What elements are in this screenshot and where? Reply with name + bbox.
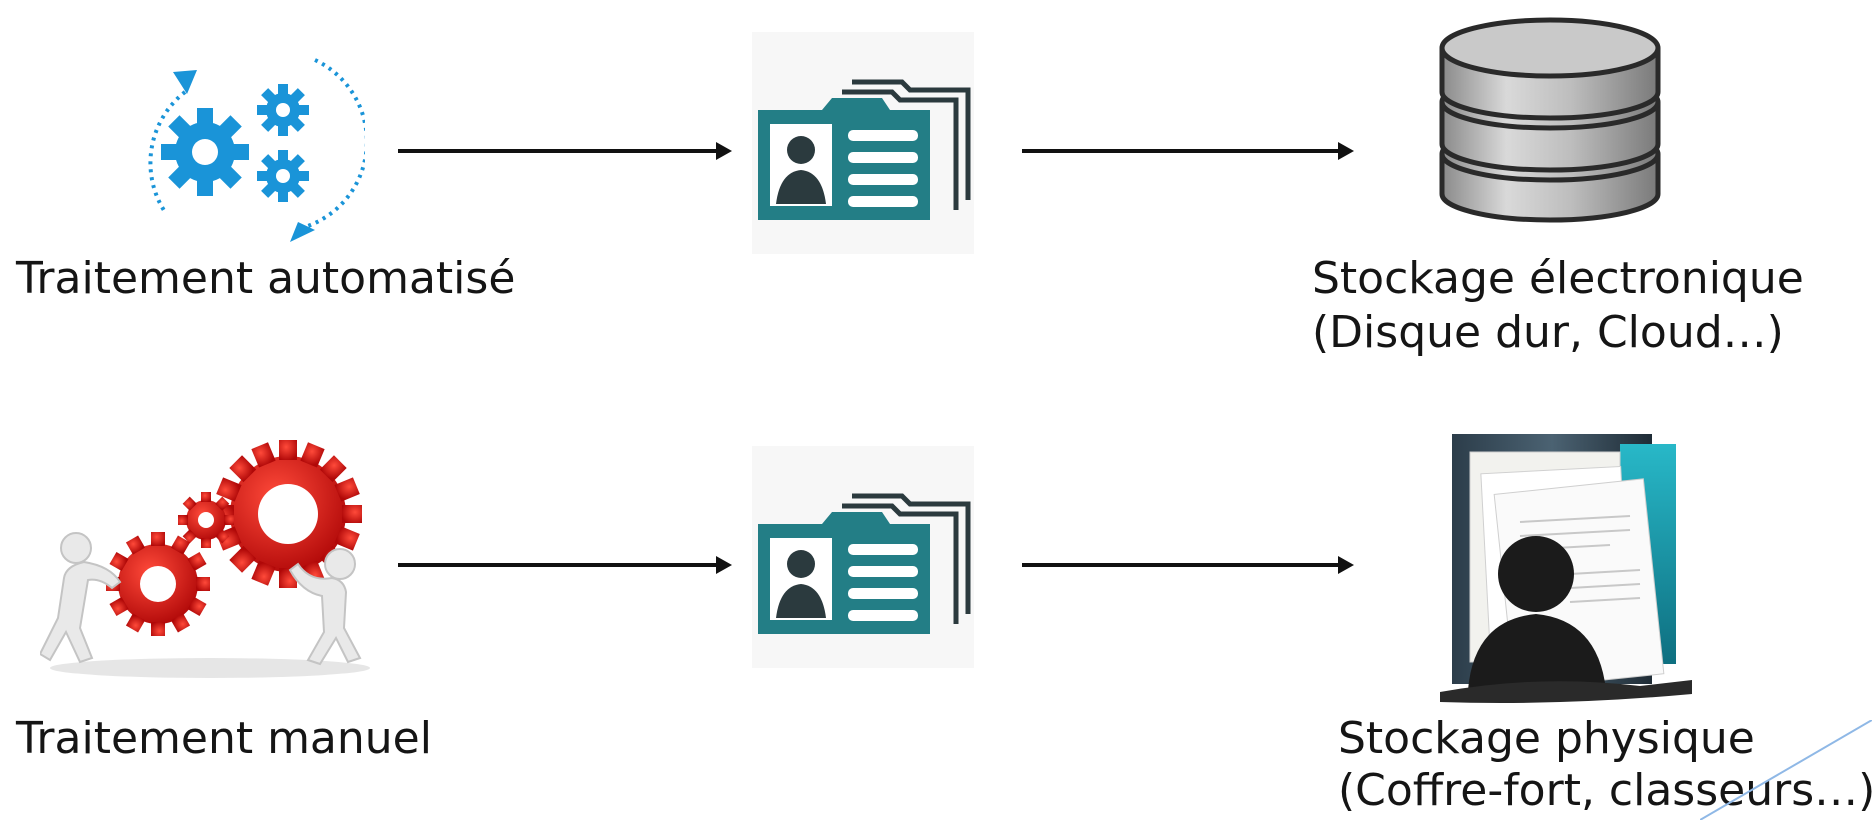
- personal-data-files-icon: [752, 32, 974, 254]
- gears-cycle-icon: [148, 58, 365, 242]
- row1-storage-label-line2: (Disque dur, Cloud…): [1312, 307, 1784, 358]
- people-pushing-gears-icon: [40, 440, 370, 678]
- row1-storage-icon: [1430, 4, 1670, 236]
- row2-arrow-1: [398, 556, 732, 574]
- document-folder-icon: [1440, 434, 1692, 703]
- corner-decoration: [1700, 720, 1872, 820]
- row2-arrow-2: [1022, 556, 1354, 574]
- database-icon: [1439, 17, 1661, 223]
- automated-processing-icon: [135, 52, 365, 252]
- row1-arrow-2: [1022, 142, 1354, 160]
- row1-source-label: Traitement automatisé: [16, 253, 516, 304]
- row2-storage-label-line2: (Coffre-fort, classeurs…): [1338, 765, 1872, 816]
- row1-storage-label-line1: Stockage électronique: [1312, 253, 1804, 304]
- personal-data-files-icon: [752, 446, 974, 668]
- row2-source-label: Traitement manuel: [16, 713, 432, 764]
- row2-personal-data-icon: [752, 446, 974, 668]
- row1-personal-data-icon: [752, 32, 974, 254]
- row2-storage-icon: [1440, 424, 1700, 704]
- row1-arrow-1: [398, 142, 732, 160]
- manual-processing-icon: [40, 432, 380, 680]
- row2-storage-label-line1: Stockage physique: [1338, 713, 1755, 764]
